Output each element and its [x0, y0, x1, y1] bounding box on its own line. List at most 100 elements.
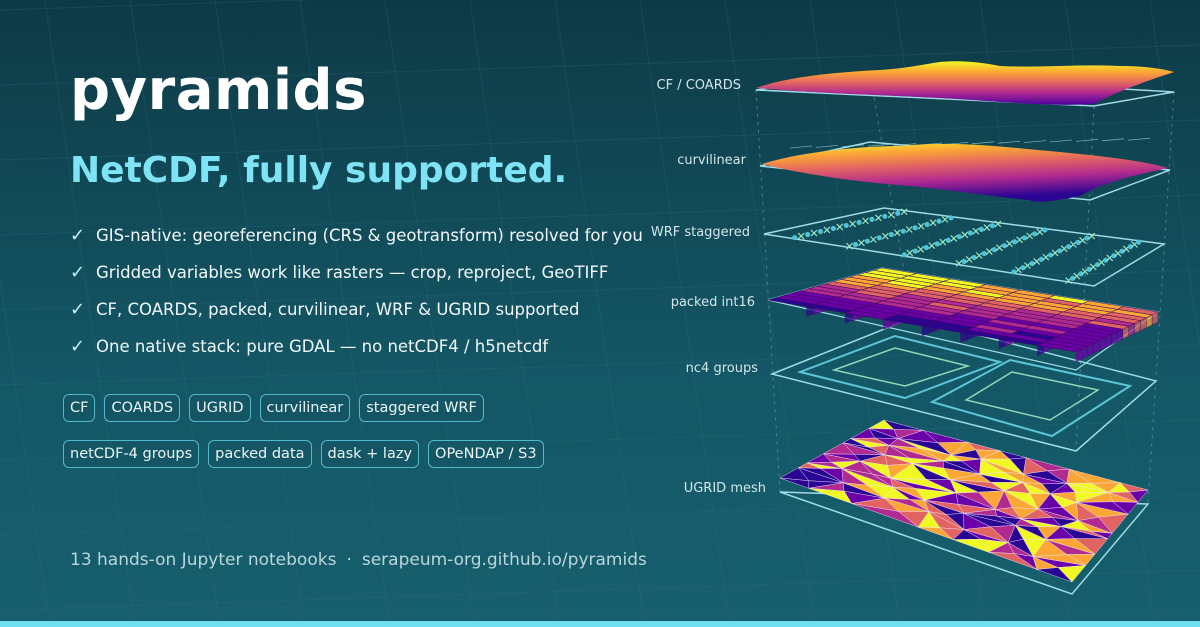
ugrid-triangle [1020, 517, 1062, 527]
wrf-mass-point [924, 221, 930, 228]
chip-ugrid: UGRID [189, 394, 251, 422]
chip-dask-lazy: dask + lazy [320, 440, 420, 468]
grid-line [129, 0, 221, 627]
ugrid-triangle [1022, 482, 1051, 495]
wrf-stagger-point [1006, 240, 1013, 248]
footer-url[interactable]: serapeum-org.github.io/pyramids [361, 550, 647, 570]
wrf-stagger-point [846, 242, 853, 250]
curv-grid-line [789, 145, 813, 149]
wrf-mass-point [1057, 248, 1063, 254]
grid-line [44, 0, 136, 627]
wrf-stagger-point [917, 245, 925, 253]
ugrid-triangle [798, 467, 844, 483]
wrf-mass-point [978, 226, 984, 232]
grid-line [0, 119, 1200, 161]
grid-line [0, 275, 51, 627]
curv-grid-line [971, 141, 995, 145]
grid-line [384, 0, 476, 627]
check-icon: ✓ [70, 299, 86, 320]
ugrid-triangle [892, 486, 926, 501]
chip-opendap-s3: OPeNDAP / S3 [428, 440, 544, 468]
wrf-mass-point [843, 222, 849, 229]
layer-label-curvilinear: curvilinear [677, 153, 746, 168]
chip-netcdf4-groups: netCDF-4 groups [63, 440, 200, 468]
wrf-mass-point [856, 219, 862, 225]
curv-grid-line [1127, 137, 1151, 141]
layer-label-cf: CF / COARDS [657, 78, 741, 93]
grid-line [0, 44, 1200, 86]
wrf-mass-point [852, 241, 859, 248]
ugrid-triangle [1076, 501, 1129, 515]
ugrid-triangle [1033, 554, 1086, 566]
ugrid-triangle [843, 482, 885, 499]
wrf-mass-point [989, 223, 996, 229]
grid-line [0, 419, 1200, 461]
layer-label-ugrid: UGRID mesh [684, 481, 766, 496]
wrf-stagger-point [939, 238, 947, 246]
ugrid-triangle [808, 487, 853, 504]
wrf-stagger-point [950, 235, 958, 242]
ugrid-triangle [912, 463, 951, 481]
ugrid-triangle [963, 526, 1009, 543]
wrf-mass-point [817, 228, 824, 235]
wrf-stagger-point [975, 252, 983, 259]
wrf-mass-point [991, 247, 997, 253]
wrf-mass-point [945, 237, 951, 243]
ugrid-triangle [979, 471, 1023, 483]
wrf-mass-point [1094, 262, 1101, 268]
ugrid-triangle [1004, 490, 1039, 510]
ugrid-triangle [943, 460, 980, 475]
grid-line [639, 0, 731, 627]
layer-nc4-groups: nc4 groups [686, 317, 1158, 452]
wrf-mass-point [956, 234, 962, 240]
wrf-mass-point [1020, 265, 1026, 271]
grid-line [0, 269, 1200, 311]
wrf-stagger-point [983, 224, 991, 231]
ugrid-triangle [897, 438, 952, 456]
check-icon: ✓ [70, 262, 86, 283]
chip-curvilinear: curvilinear [259, 394, 351, 422]
chip-packed-data: packed data [208, 440, 312, 468]
footer-separator: · [346, 550, 352, 570]
chip-cf: CF [63, 394, 96, 422]
wrf-mass-point [1086, 266, 1092, 272]
check-icon: ✓ [70, 225, 86, 246]
wrf-mass-point [876, 235, 882, 241]
grid-line [469, 0, 561, 627]
ugrid-triangle [888, 445, 944, 462]
feature-item: ✓GIS-native: georeferencing (CRS & geotr… [70, 217, 643, 254]
wrf-mass-point [888, 231, 894, 238]
wrf-mass-point [882, 213, 888, 219]
wrf-stagger-point [917, 222, 925, 230]
ugrid-triangle [890, 478, 957, 494]
wrf-stagger-point [965, 256, 973, 263]
wrf-staggered-points [792, 208, 1142, 284]
wrf-stagger-point [797, 232, 805, 240]
grid-line [0, 194, 1200, 236]
feature-list: ✓GIS-native: georeferencing (CRS & geotr… [70, 217, 643, 365]
chip-staggered-wrf: staggered WRF [359, 394, 484, 422]
curv-grid-line [867, 143, 891, 147]
ugrid-triangle [1077, 516, 1113, 534]
wrf-stagger-point [858, 239, 865, 247]
layer-label-nc4-groups: nc4 groups [686, 361, 759, 376]
grid-line [0, 0, 316, 11]
layer-curvilinear: curvilinear [677, 137, 1171, 202]
wrf-mass-point [1084, 235, 1090, 241]
curv-grid-line [997, 140, 1021, 144]
ugrid-triangle [918, 526, 954, 540]
ugrid-triangle [963, 513, 1016, 526]
layer-packed-int16: packed int16 [671, 267, 1160, 371]
wrf-mass-point [830, 225, 836, 232]
wrf-mass-point [1066, 244, 1072, 250]
feature-text: One native stack: pure GDAL — no netCDF4… [96, 337, 549, 356]
connector-line [869, 73, 913, 319]
grid-line [1149, 0, 1200, 352]
ugrid-triangle [1023, 470, 1067, 484]
wrf-stagger-point [823, 226, 831, 234]
wrf-stagger-point [869, 236, 877, 243]
wrf-mass-point [1038, 256, 1044, 262]
ugrid-triangle [1007, 538, 1034, 558]
wrf-mass-point [936, 218, 942, 224]
wrf-mass-point [923, 244, 929, 251]
